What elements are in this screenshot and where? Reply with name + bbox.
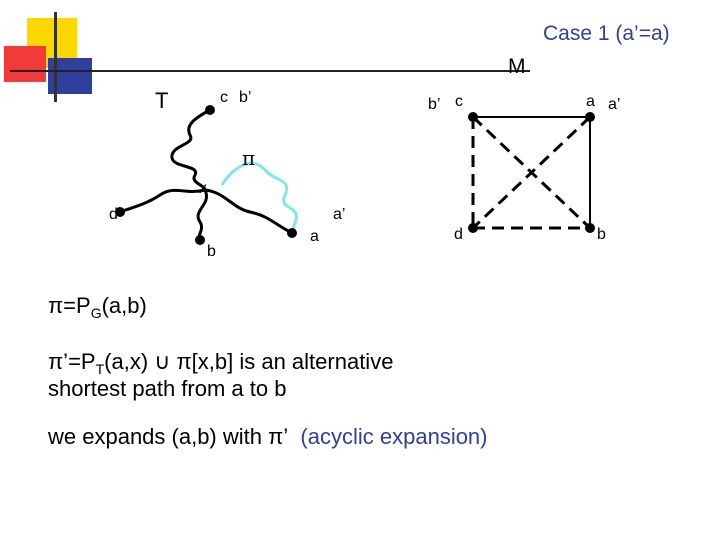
label-d-tree: d (109, 206, 118, 224)
text-acyclic-expansion: (acyclic expansion) (300, 424, 487, 449)
label-a-prime-tree: a’ (333, 206, 345, 224)
tree-path-c-x (172, 110, 210, 190)
label-b-prime-tree: b’ (239, 89, 251, 107)
label-b-prime-m: b’ (428, 96, 440, 114)
formula-pi-prime-def: π’=PT(a,x) ∪ π[x,b] is an alternative (48, 349, 393, 377)
label-b-tree: b (207, 243, 216, 261)
text-expansion-prefix: we expands (a,b) with π’ (48, 424, 288, 449)
text-expansion: we expands (a,b) with π’ (acyclic expans… (48, 424, 488, 450)
label-b-m: b (597, 226, 606, 244)
label-pi: π (242, 146, 255, 170)
formula-pi-prime-prefix: π’=P (48, 349, 96, 374)
pi-path-cyan (222, 163, 296, 234)
node-c-tree (205, 105, 215, 115)
tree-path-x-d (120, 190, 205, 212)
formula-pi-sub: G (91, 305, 102, 321)
node-b-m (585, 223, 595, 233)
formula-pi-prefix: π=P (48, 293, 91, 318)
formula-pi-prime-sub: T (96, 361, 105, 377)
tree-path-x-a (205, 190, 290, 232)
node-a-m (585, 112, 595, 122)
node-d-m (468, 223, 478, 233)
label-T: T (155, 88, 168, 114)
label-x: x (199, 180, 207, 198)
formula-pi-def: π=PG(a,b) (48, 293, 147, 321)
label-c-m: c (455, 93, 463, 111)
label-a-prime-m: a’ (608, 96, 620, 114)
node-a-tree (287, 228, 297, 238)
label-c-tree: c (220, 89, 228, 107)
label-a-m: a (586, 93, 595, 111)
node-b-tree (195, 235, 205, 245)
node-c-m (468, 112, 478, 122)
formula-pi-prime-suffix: (a,x) ∪ π[x,b] is an alternative (104, 349, 393, 374)
label-M: M (508, 55, 526, 79)
label-a-tree: a (310, 228, 319, 246)
text-shortest-path: shortest path from a to b (48, 376, 286, 402)
formula-pi-suffix: (a,b) (102, 293, 147, 318)
label-d-m: d (454, 226, 463, 244)
